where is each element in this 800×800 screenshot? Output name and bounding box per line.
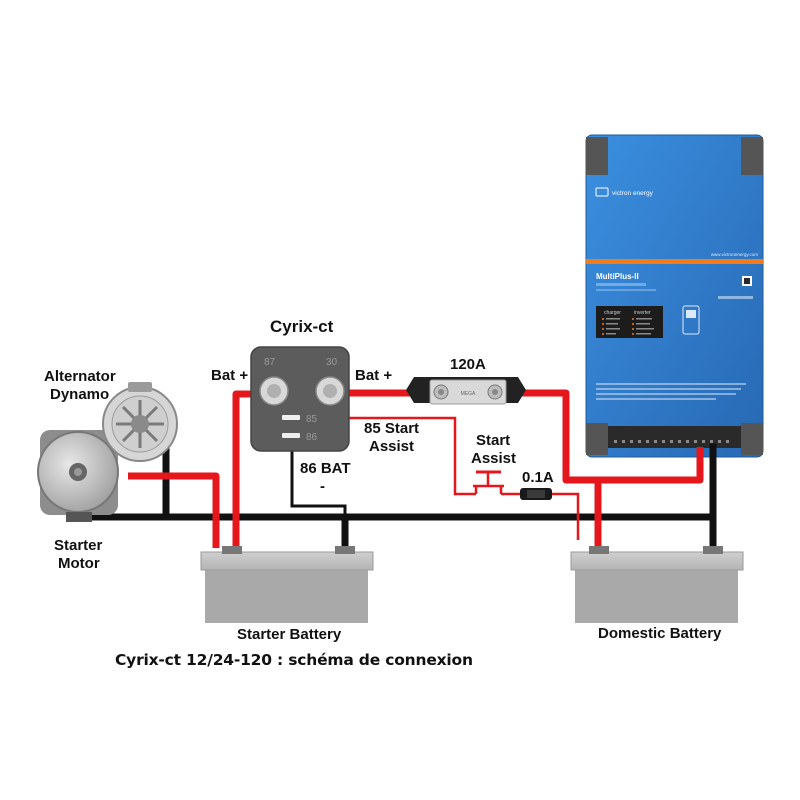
starter-battery [200,546,374,623]
starter-battery-label: Starter Battery [237,626,342,643]
inverter-control-panel: charger inverter [596,306,663,338]
inverter-orange-stripe [586,259,763,264]
negative-wires [69,434,717,552]
terminal-85-label: 85 [306,414,318,425]
panel-charger-title: charger [604,310,621,316]
panel-inverter-title: inverter [634,310,651,316]
inverter-model: MultiPlus-II [596,272,639,281]
relay-title: Cyrix-ct [270,317,334,336]
relay-bat-plus-right: Bat + [355,367,393,384]
terminal-87-label: 87 [264,357,276,368]
terminal-30-bolt [315,376,345,406]
mega-fuse-rating: 120A [450,356,486,373]
relay-85-label-line2: Assist [369,438,415,455]
domestic-battery [570,546,744,623]
relay-86-label-line1: 86 BAT [300,460,351,477]
starter-motor-label-line2: Motor [58,555,100,572]
domestic-battery-label: Domestic Battery [598,625,722,642]
mega-fuse-120a: MEGA [406,377,526,405]
inline-fuse-0-1a [520,488,552,500]
alternator-label-line2: Dynamo [50,386,110,403]
start-assist-label-line2: Assist [471,450,517,467]
relay-85-label-line1: 85 Start [364,420,420,437]
terminal-86-label: 86 [306,432,318,443]
cyrix-ct-relay: 87 30 85 86 [250,346,350,452]
terminal-87-bolt [259,376,289,406]
inverter-website: www.victronenergy.com [711,252,758,257]
diagram-caption: Cyrix-ct 12/24-120 : schéma de connexion [115,651,473,669]
start-assist-label-line1: Start [476,432,511,449]
relay-bat-plus-left: Bat + [211,367,249,384]
terminal-30-label: 30 [326,357,338,368]
starter-motor-label-line1: Starter [54,537,103,554]
alternator-label-line1: Alternator [44,368,116,385]
start-assist-wire [300,416,476,496]
inverter-switch-icon [682,305,700,335]
start-assist-switch [473,470,504,494]
alternator [102,382,178,462]
mega-fuse-mark: MEGA [461,391,476,397]
inverter-multiplus: victron energy www.victronenergy.com Mul… [585,134,764,458]
inline-fuse-rating: 0.1A [522,469,554,486]
victron-logo-icon [595,187,609,197]
inverter-brand: victron energy [612,190,654,197]
relay-86-label-line2: - [320,478,325,495]
starter-motor [37,430,119,522]
